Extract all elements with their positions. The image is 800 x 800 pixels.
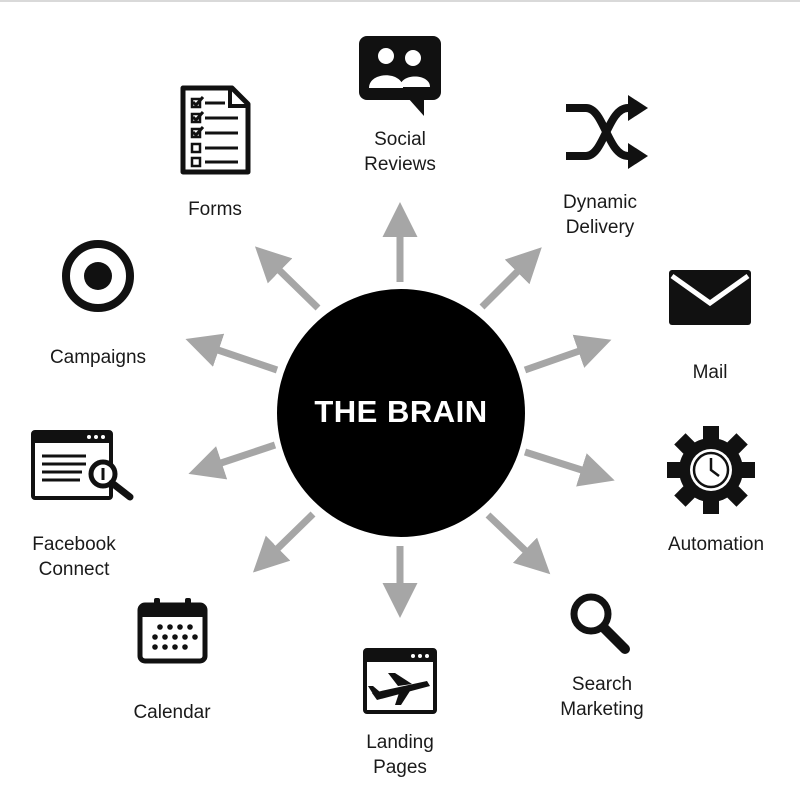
arrows (185, 202, 615, 618)
arrow-facebook-connect (188, 441, 277, 480)
arrow-search-marketing (485, 512, 551, 575)
browser-search-icon (31, 430, 134, 501)
shuffle-icon (566, 95, 648, 169)
social-reviews-icon (359, 36, 441, 116)
top-border (0, 0, 800, 2)
gear-clock-icon (667, 426, 755, 514)
envelope-icon (669, 270, 751, 325)
arrow-mail (523, 334, 612, 374)
calendar-icon (137, 598, 208, 664)
label-automation: Automation (667, 534, 765, 555)
label-forms: Forms (188, 199, 242, 220)
arrow-automation (523, 448, 615, 487)
label-campaigns: Campaigns (49, 347, 147, 368)
arrow-calendar (252, 511, 316, 573)
target-icon (62, 240, 134, 312)
arrow-dynamic-delivery (479, 247, 542, 310)
hub-title: THE BRAIN (314, 394, 488, 429)
magnifier-icon (570, 593, 630, 654)
arrow-campaigns (185, 333, 279, 374)
label-calendar: Calendar (133, 702, 211, 723)
form-checklist-icon (180, 85, 251, 175)
landing-page-airplane-icon (363, 648, 437, 714)
arrow-forms (254, 246, 321, 311)
brain-hub (277, 289, 525, 537)
label-mail: Mail (692, 362, 728, 383)
